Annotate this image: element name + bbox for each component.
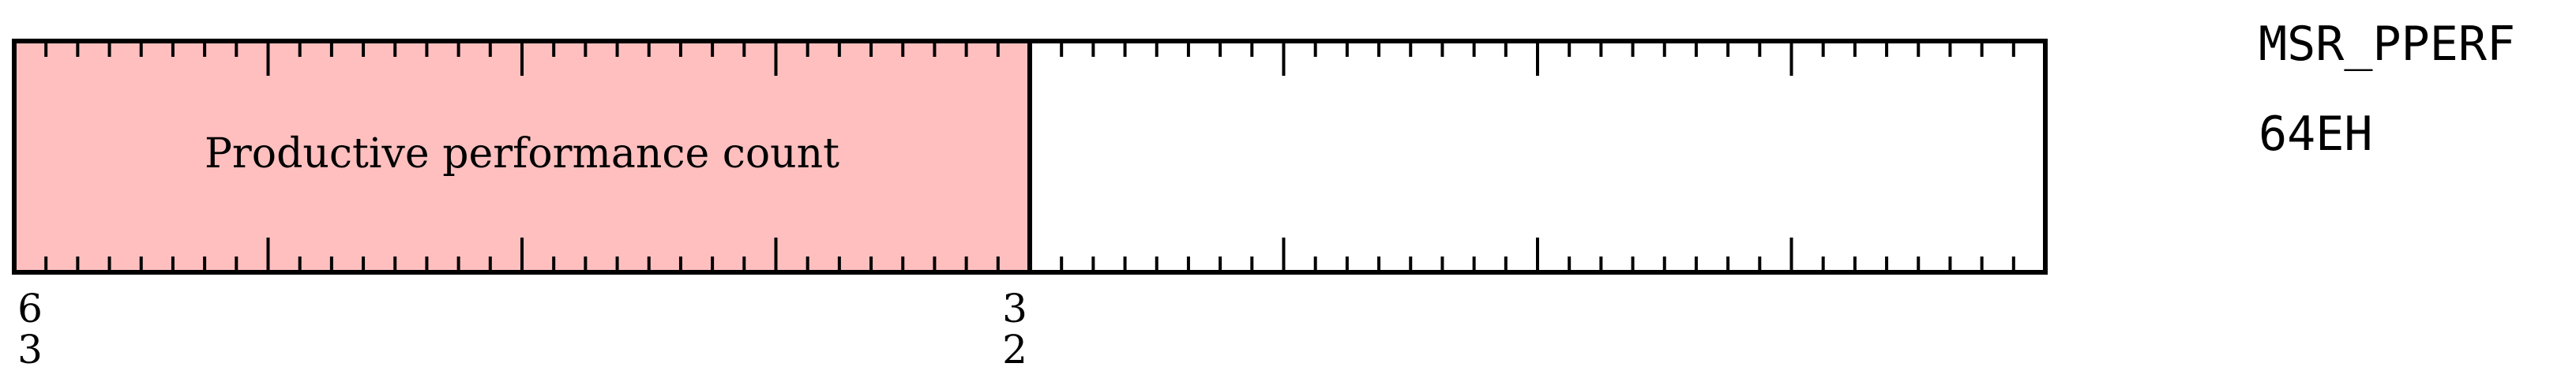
- field-label-productive-performance-count: Productive performance count: [205, 130, 839, 178]
- bit-label-32-bottom: 2: [1002, 327, 1027, 373]
- register-address: 64EH: [2259, 107, 2373, 162]
- bit-ticks: [44, 41, 2015, 272]
- bit-label-32-top: 3: [1002, 286, 1027, 331]
- field-productive-performance-count: [14, 41, 1030, 272]
- register-name: MSR_PPERF: [2259, 17, 2515, 72]
- bit-label-63-top: 6: [17, 286, 43, 331]
- field-reserved: [1030, 41, 2045, 272]
- bit-label-63-bottom: 3: [17, 327, 43, 373]
